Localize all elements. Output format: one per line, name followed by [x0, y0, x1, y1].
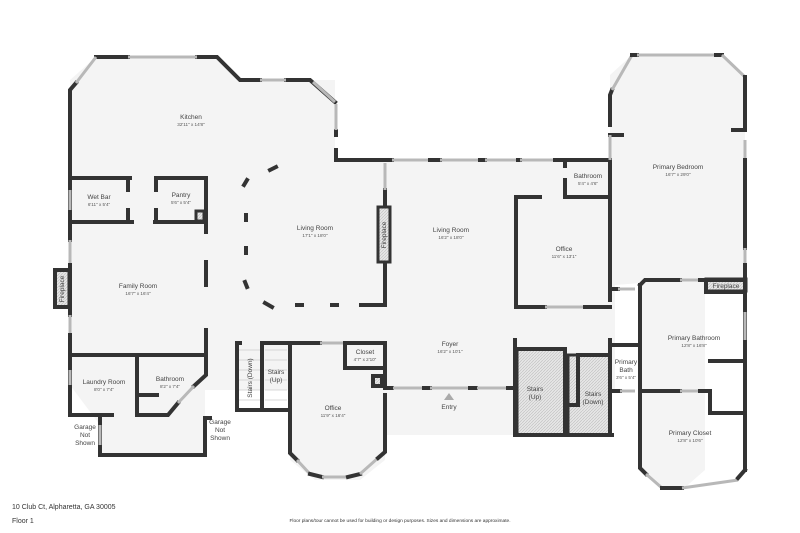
room-kitchen-dim: 32'11" x 14'8": [177, 122, 205, 127]
garage-left-label-1: Garage: [74, 424, 96, 431]
room-wetbar-dim: 6'11" x 5'4": [88, 202, 111, 207]
room-family-dim: 16'7" x 16'4": [125, 291, 151, 296]
stairs-up-right-label-1: Stairs: [527, 386, 544, 393]
room-foyer-dim: 16'2" x 10'1": [437, 349, 463, 354]
room-wetbar-name: Wet Bar: [87, 194, 111, 201]
garage-left-label-2: Not: [80, 432, 90, 439]
room-bathroom-left-name: Bathroom: [156, 376, 184, 383]
room-living-center-dim: 16'2" x 18'0": [438, 235, 464, 240]
room-laundry-name: Laundry Room: [83, 379, 126, 386]
room-office-left-name: Office: [325, 405, 342, 412]
floor-label: Floor 1: [12, 518, 34, 525]
room-primary-bath-name1: Primary: [615, 359, 638, 366]
room-kitchen-name: Kitchen: [180, 114, 202, 121]
room-primary-bath-name2: Bath: [619, 367, 633, 374]
garage-right-label-2: Not: [215, 427, 225, 434]
room-foyer-name: Foyer: [442, 341, 459, 348]
stairs-left-treads: [238, 349, 287, 401]
room-office-right-name: Office: [556, 246, 573, 253]
room-office-left-dim: 11'9" x 16'4": [321, 413, 346, 418]
room-primary-bedroom-dim: 16'7" x 29'0": [665, 172, 691, 177]
fireplace-center-label: Fireplace: [381, 221, 388, 248]
disclaimer: Floor plans/tour cannot be used for buil…: [289, 519, 511, 524]
room-primary-bathroom-dim: 12'8" x 16'8": [681, 343, 707, 348]
pantry-box: [194, 209, 206, 223]
room-bathroom-left-dim: 8'2" x 7'4": [160, 384, 180, 389]
room-living-center-name: Living Room: [433, 227, 469, 234]
fireplace-right-label: Fireplace: [713, 283, 740, 290]
floor-fill: [70, 55, 745, 490]
garage-right-label-3: Shown: [210, 435, 230, 442]
room-living-left-dim: 17'1" x 18'0": [302, 233, 328, 238]
room-bathroom-right-dim: 5'4" x 4'6": [578, 181, 598, 186]
room-closet-name: Closet: [356, 349, 375, 356]
stairs-down-right-label-2: (Down): [583, 399, 604, 406]
room-pantry-name: Pantry: [172, 192, 192, 199]
room-office-right-dim: 11'6" x 13'1": [552, 254, 577, 259]
room-primary-bath-dim: 3'6" x 5'4": [616, 375, 636, 380]
garage-right-label-1: Garage: [209, 419, 231, 426]
stairs-down-right-label-1: Stairs: [585, 391, 602, 398]
stairs-up-right-label-2: (Up): [529, 394, 542, 401]
room-pantry-dim: 5'6" x 5'4": [171, 200, 191, 205]
room-family-name: Family Room: [119, 283, 157, 290]
stairs-up-left-label-2: (Up): [270, 377, 283, 384]
room-bathroom-right-name: Bathroom: [574, 173, 602, 180]
walls: [53, 53, 748, 490]
room-primary-bathroom-name: Primary Bathroom: [668, 335, 720, 342]
garage-left-label-3: Shown: [75, 440, 95, 447]
room-closet-dim: 4'7" x 2'10": [354, 357, 377, 362]
room-living-left-name: Living Room: [297, 225, 333, 232]
stairs-down-left-label: Stairs (Down): [247, 358, 254, 397]
room-laundry-dim: 8'0" x 7'4": [94, 387, 114, 392]
room-primary-closet-name: Primary Closet: [669, 430, 712, 437]
room-primary-closet-dim: 12'8" x 10'6": [677, 438, 703, 443]
room-labels: Kitchen 32'11" x 14'8" Wet Bar 6'11" x 5…: [59, 114, 740, 447]
stairs-up-left-label-1: Stairs: [268, 369, 285, 376]
room-primary-bedroom-name: Primary Bedroom: [653, 164, 704, 171]
fireplace-left-label: Fireplace: [59, 275, 66, 302]
property-address: 10 Club Ct, Alpharetta, GA 30005: [12, 504, 116, 511]
entry-label: Entry: [441, 404, 457, 411]
entry-arrow-icon: [444, 393, 454, 400]
